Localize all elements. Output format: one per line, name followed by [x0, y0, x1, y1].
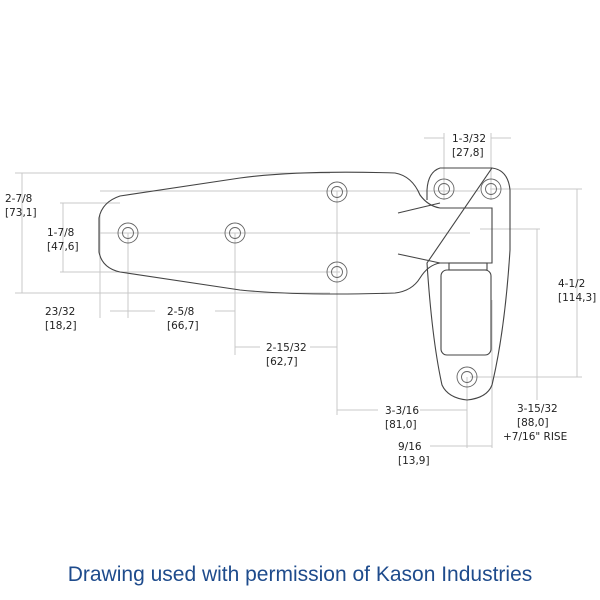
dim-hole-to-hole-2: 2-15/32 — [266, 342, 307, 354]
svg-text:[114,3]: [114,3] — [558, 292, 596, 304]
dim-top-hole-spacing: 1-3/32 — [452, 133, 486, 145]
dim-edge-to-hole: 23/32 — [45, 306, 75, 318]
dim-strike-height: 4-1/2 — [558, 278, 585, 290]
svg-text:[62,7]: [62,7] — [266, 356, 298, 368]
dim-overall-height: 2-7/8 — [5, 193, 32, 205]
svg-text:[13,9]: [13,9] — [398, 455, 430, 467]
svg-text:[47,6]: [47,6] — [47, 241, 79, 253]
svg-text:[73,1]: [73,1] — [5, 207, 37, 219]
svg-text:[66,7]: [66,7] — [167, 320, 199, 332]
svg-text:+7/16" RISE: +7/16" RISE — [503, 431, 567, 443]
mounting-holes — [117, 178, 502, 388]
hinge-strike — [426, 167, 511, 401]
svg-text:[27,8]: [27,8] — [452, 147, 484, 159]
dim-hole-spacing-vertical: 1-7/8 — [47, 227, 74, 239]
dim-hole-to-bottom-hole: 3-3/16 — [385, 405, 419, 417]
svg-text:[88,0]: [88,0] — [517, 417, 549, 429]
caption: Drawing used with permission of Kason In… — [67, 563, 533, 586]
hinge-leaf — [98, 171, 493, 295]
svg-text:[81,0]: [81,0] — [385, 419, 417, 431]
svg-text:[18,2]: [18,2] — [45, 320, 77, 332]
extension-lines — [15, 133, 582, 448]
dim-hole-to-hole-1: 2-5/8 — [167, 306, 194, 318]
dim-rise-height: 3-15/32 — [517, 403, 558, 415]
dim-bottom-offset: 9/16 — [398, 441, 422, 453]
hinge-pin-collar — [448, 262, 488, 271]
hinge-barrel — [440, 269, 492, 356]
dimension-labels: 2-7/8 [73,1] 1-7/8 [47,6] 23/32 [18,2] 2… — [5, 133, 596, 467]
